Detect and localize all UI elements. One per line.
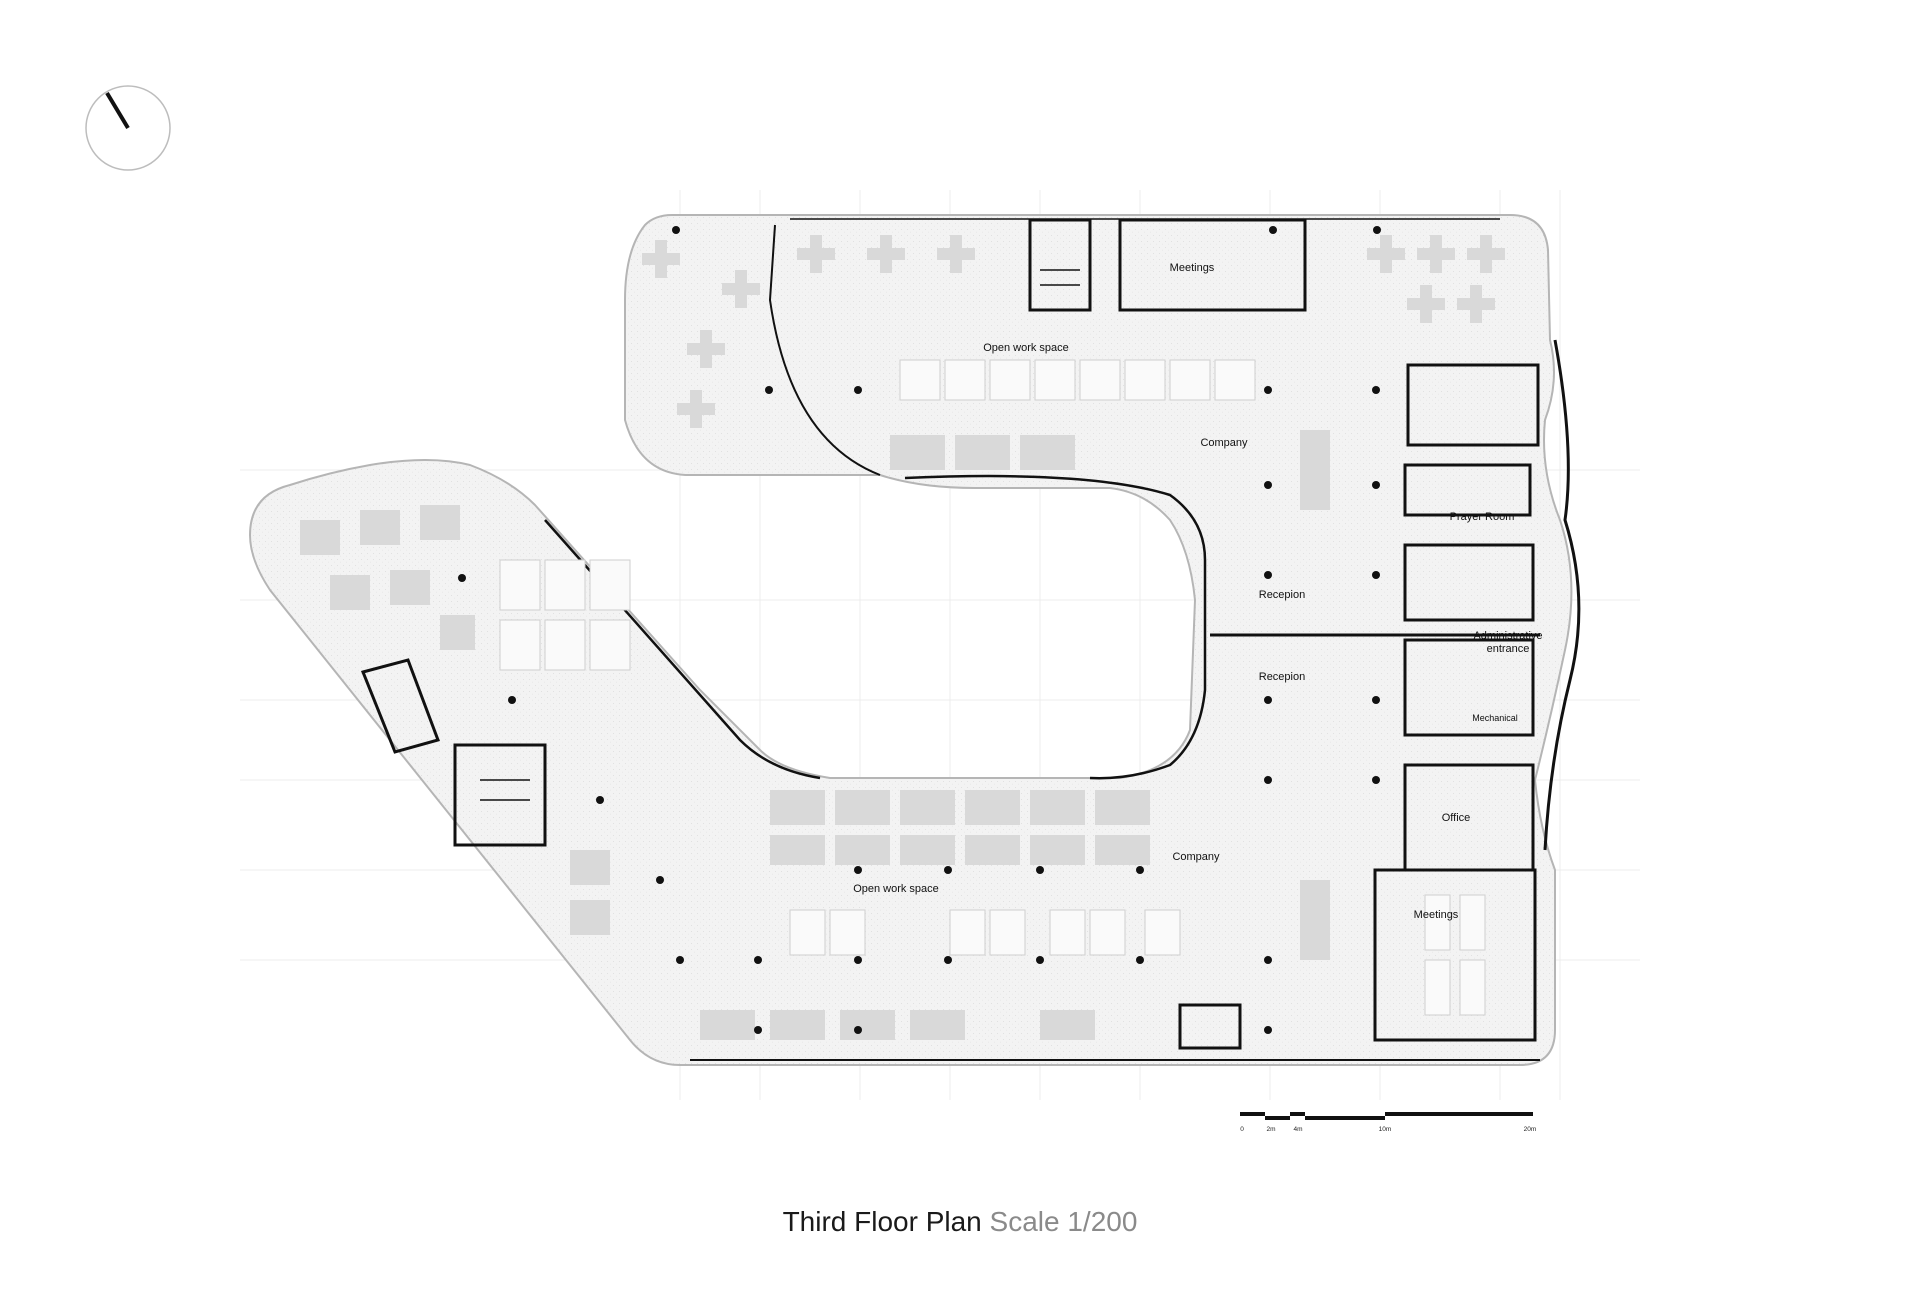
scale-tick-10m: 10m bbox=[1379, 1126, 1392, 1133]
structural-columns bbox=[458, 226, 1381, 1034]
drawing-title: Third Floor Plan Scale 1/200 bbox=[0, 1205, 1920, 1239]
west-stair-core bbox=[360, 658, 547, 847]
scale-tick-4m: 4m bbox=[1293, 1126, 1302, 1133]
south-stair-core bbox=[1178, 1003, 1242, 1050]
room-labels: Meetings Open work space Company Prayer … bbox=[853, 262, 1542, 921]
scale-bar: 0 2m 4m 10m 20m bbox=[1240, 1112, 1536, 1133]
title-main: Third Floor Plan bbox=[782, 1206, 982, 1237]
label-company-north: Company bbox=[1200, 437, 1248, 449]
workstation-clusters bbox=[300, 430, 1330, 1040]
label-reception-lower: Recepion bbox=[1259, 671, 1305, 683]
label-office: Office bbox=[1442, 812, 1471, 824]
label-admin-entrance-1: Administrative bbox=[1473, 630, 1542, 642]
desk-clusters bbox=[499, 359, 1486, 1016]
label-reception-upper: Recepion bbox=[1259, 589, 1305, 601]
label-mechanical: Mechanical bbox=[1472, 713, 1518, 723]
scale-tick-2m: 2m bbox=[1266, 1126, 1275, 1133]
north-stair-core bbox=[1028, 218, 1307, 312]
label-company-south: Company bbox=[1172, 851, 1220, 863]
label-prayer-room: Prayer Room bbox=[1450, 511, 1515, 523]
label-open-work-south: Open work space bbox=[853, 883, 939, 895]
cross-workstations bbox=[642, 235, 1505, 428]
label-meetings-north: Meetings bbox=[1170, 262, 1215, 274]
label-open-work-north: Open work space bbox=[983, 342, 1069, 354]
label-meetings-south: Meetings bbox=[1414, 909, 1459, 921]
title-scale: Scale 1/200 bbox=[989, 1206, 1138, 1237]
scale-tick-20m: 20m bbox=[1524, 1126, 1537, 1133]
north-arrow-icon bbox=[85, 85, 171, 171]
service-core bbox=[1210, 363, 1540, 1042]
scale-tick-0: 0 bbox=[1240, 1126, 1244, 1133]
label-admin-entrance-2: entrance bbox=[1487, 643, 1530, 655]
